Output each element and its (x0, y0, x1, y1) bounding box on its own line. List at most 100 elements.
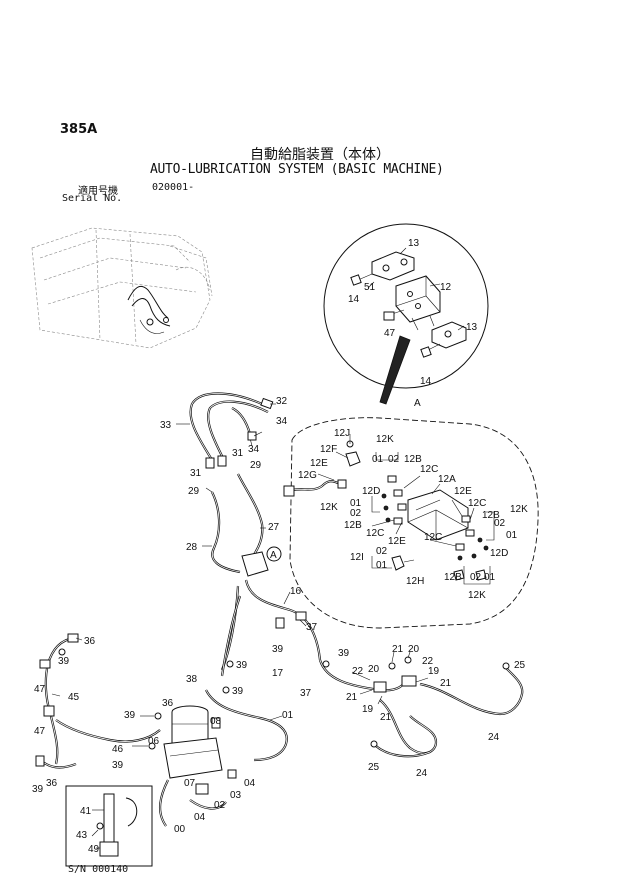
callout-47-lower: 47 (34, 726, 46, 737)
callout-02-pump: 02 (214, 800, 226, 811)
callout-31-left: 31 (190, 468, 202, 479)
hose-27-28: 29 27 28 A (186, 473, 282, 577)
callout-21-bottom: 21 (380, 712, 392, 723)
callout-00: 00 (174, 824, 186, 835)
callout-39-upper: 39 (272, 644, 284, 655)
callout-01-left: 01 (350, 498, 362, 509)
callout-28: 28 (186, 542, 198, 553)
callout-04-bottom: 04 (194, 812, 206, 823)
callout-12G: 12G (298, 470, 317, 481)
callout-12K-left: 12K (320, 502, 338, 513)
callout-39-mid: 39 (338, 648, 350, 659)
callout-39-bottom-left: 39 (32, 784, 44, 795)
callout-02-left: 02 (350, 508, 362, 519)
hose-19-25-group: 39 37 22 20 21 20 22 19 21 21 19 21 25 2… (300, 644, 526, 779)
callout-03: 03 (230, 790, 242, 801)
callout-12E-left: 12E (310, 458, 328, 469)
callout-22-left: 22 (352, 666, 364, 677)
tool-inset-box: 41 43 49 (65, 785, 153, 867)
machine-overview-sketch (31, 227, 213, 349)
detail-a-circle: 13 12 13 14 14 51 47 A (323, 223, 489, 409)
callout-12C-left: 12C (366, 528, 384, 539)
callout-39-pump-top: 39 (236, 660, 248, 671)
callout-08: 08 (210, 716, 222, 727)
upper-hose-assembly: 32 33 34 34 31 31 29 (160, 392, 288, 479)
callout-01-bottom: 01 (376, 560, 388, 571)
callout-13-top: 13 (408, 238, 420, 249)
title-japanese: 自動給脂装置（本体） (250, 147, 390, 163)
callout-02-top: 02 (388, 454, 400, 465)
fitting-row-right (455, 515, 489, 561)
title-english: AUTO-LUBRICATION SYSTEM (BASIC MACHINE) (150, 162, 444, 177)
callout-41: 41 (80, 806, 92, 817)
callout-07: 07 (184, 778, 196, 789)
callout-24-bottom: 24 (416, 768, 428, 779)
callout-01-bottom-right: 01 (484, 572, 496, 583)
callout-36-pump: 36 (162, 698, 174, 709)
callout-14-top: 14 (348, 294, 360, 305)
callout-31-right: 31 (232, 448, 244, 459)
callout-39-left: 39 (58, 656, 70, 667)
callout-12H: 12H (406, 576, 424, 587)
callout-12I: 12I (350, 552, 364, 563)
callout-24-right: 24 (488, 732, 500, 743)
callout-12K-top: 12K (376, 434, 394, 445)
callout-36-top: 36 (84, 636, 96, 647)
callout-34-bottom: 34 (248, 444, 260, 455)
callout-39-pump-mid: 39 (232, 686, 244, 697)
callout-20-left: 20 (368, 664, 380, 675)
hose-16-17: 16 37 39 17 (220, 579, 322, 679)
callout-46: 46 (112, 744, 124, 755)
callout-12K-right: 12K (510, 504, 528, 515)
callout-49: 49 (88, 844, 100, 855)
callout-19-right: 19 (428, 666, 440, 677)
callout-02-right: 02 (494, 518, 506, 529)
callout-47-detail: 47 (384, 328, 396, 339)
callout-51: 51 (364, 282, 376, 293)
callout-02-bottom: 02 (376, 546, 388, 557)
callout-12C-right: 12C (468, 498, 486, 509)
callout-a-circle: A (414, 398, 421, 409)
callout-45: 45 (68, 692, 80, 703)
callout-12A: 12A (438, 474, 456, 485)
callout-12F: 12F (320, 444, 337, 455)
callout-12C-top: 12C (420, 464, 438, 475)
callout-12B-top: 12B (404, 454, 422, 465)
callout-06: 06 (148, 736, 160, 747)
callout-12K-bottom: 12K (468, 590, 486, 601)
callout-12B-left: 12B (344, 520, 362, 531)
page-code: 385A (60, 122, 98, 137)
callout-37-lower: 37 (300, 688, 312, 699)
callout-22-right: 22 (422, 656, 434, 667)
callout-47-upper: 47 (34, 684, 46, 695)
serial-range: 020001- (152, 182, 195, 193)
callout-16: 16 (290, 586, 302, 597)
callout-19-left: 19 (362, 704, 374, 715)
callout-01-top: 01 (372, 454, 384, 465)
callout-17: 17 (272, 668, 284, 679)
callout-39-pump-bottom: 39 (112, 760, 124, 771)
callout-01-right: 01 (506, 530, 518, 541)
callout-43: 43 (76, 830, 88, 841)
callout-13-bottom: 13 (466, 322, 478, 333)
serial-label-english: Serial No. (62, 193, 123, 204)
callout-20-right: 20 (408, 644, 420, 655)
callout-21-right: 21 (440, 678, 452, 689)
callout-12D-left: 12D (362, 486, 380, 497)
callout-21-left: 21 (346, 692, 358, 703)
callout-12J: 12J (334, 428, 350, 439)
callout-12C-bottom: 12C (424, 532, 442, 543)
callout-39-pump-left: 39 (124, 710, 136, 721)
callout-36-bottom: 36 (46, 778, 58, 789)
callout-33: 33 (160, 420, 172, 431)
fitting-row-left (381, 475, 407, 525)
pump-and-hose-01: 01 38 39 39 36 39 06 46 39 08 07 04 03 0… (112, 595, 294, 835)
callout-38: 38 (186, 674, 198, 685)
serial-label-japanese: 適用号機 (78, 186, 118, 197)
callout-25-bottom: 25 (368, 762, 380, 773)
callout-27: 27 (268, 522, 280, 533)
callout-12: 12 (440, 282, 452, 293)
callout-14-bottom: 14 (420, 376, 432, 387)
